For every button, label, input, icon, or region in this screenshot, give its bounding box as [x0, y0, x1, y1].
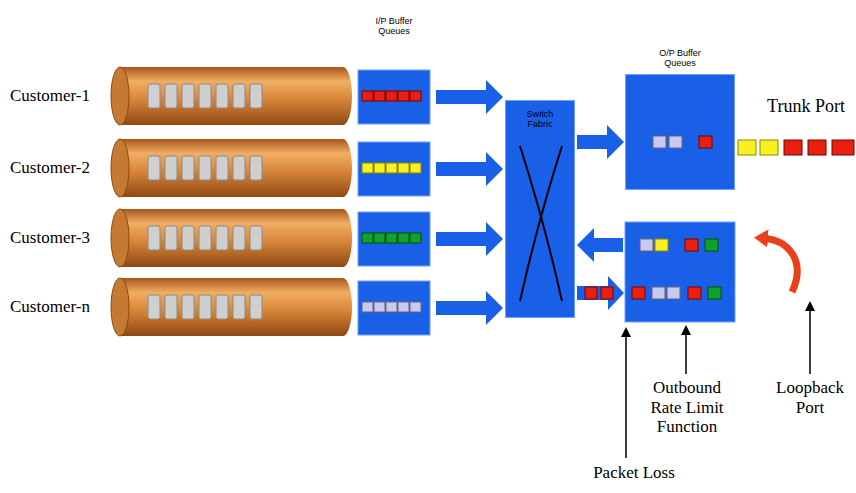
customer-pipe-holder — [110, 277, 355, 337]
crossbar-symbol — [506, 101, 576, 319]
customer-pipe — [110, 66, 355, 126]
customer-node: Customer-n — [10, 277, 355, 337]
queue-heading: O/P Buffer Queues — [648, 48, 712, 69]
output-queue-node: O/P Buffer Queues — [625, 48, 735, 190]
trunk-packets — [738, 140, 854, 155]
customer-node: Customer-1 — [10, 66, 355, 126]
customer-label: Customer-1 — [10, 86, 90, 106]
customer-label: Customer-n — [10, 297, 90, 317]
queued-packets — [625, 74, 735, 190]
customer-pipe-holder — [110, 66, 355, 126]
customer-pipe — [110, 138, 355, 198]
loopback-queue — [625, 222, 735, 322]
customer-pipe-holder — [110, 208, 355, 268]
callout-label: Loopback Port — [770, 378, 850, 417]
customer-label: Customer-3 — [10, 228, 90, 248]
callout-label: Outbound Rate Limit Function — [644, 378, 730, 437]
customer-node: Customer-3 — [10, 208, 355, 268]
callout-label: Trunk Port — [758, 96, 854, 117]
switch-fabric: Switch Fabric — [505, 100, 575, 318]
customer-label: Customer-2 — [10, 158, 90, 178]
fabric-label: Switch Fabric — [515, 109, 565, 130]
customer-pipe — [110, 277, 355, 337]
input-queues — [358, 70, 430, 335]
block-arrow — [577, 125, 624, 159]
lost-packets — [585, 287, 613, 299]
callout-label: I/P Buffer Queues — [360, 16, 428, 37]
customer-node: Customer-2 — [10, 138, 355, 198]
customer-pipe-holder — [110, 138, 355, 198]
output-queue-box — [625, 74, 735, 190]
loopback-arrow — [762, 238, 797, 292]
block-arrows — [436, 80, 624, 325]
callout-label: Packet Loss — [586, 463, 682, 483]
customer-pipe — [110, 208, 355, 268]
